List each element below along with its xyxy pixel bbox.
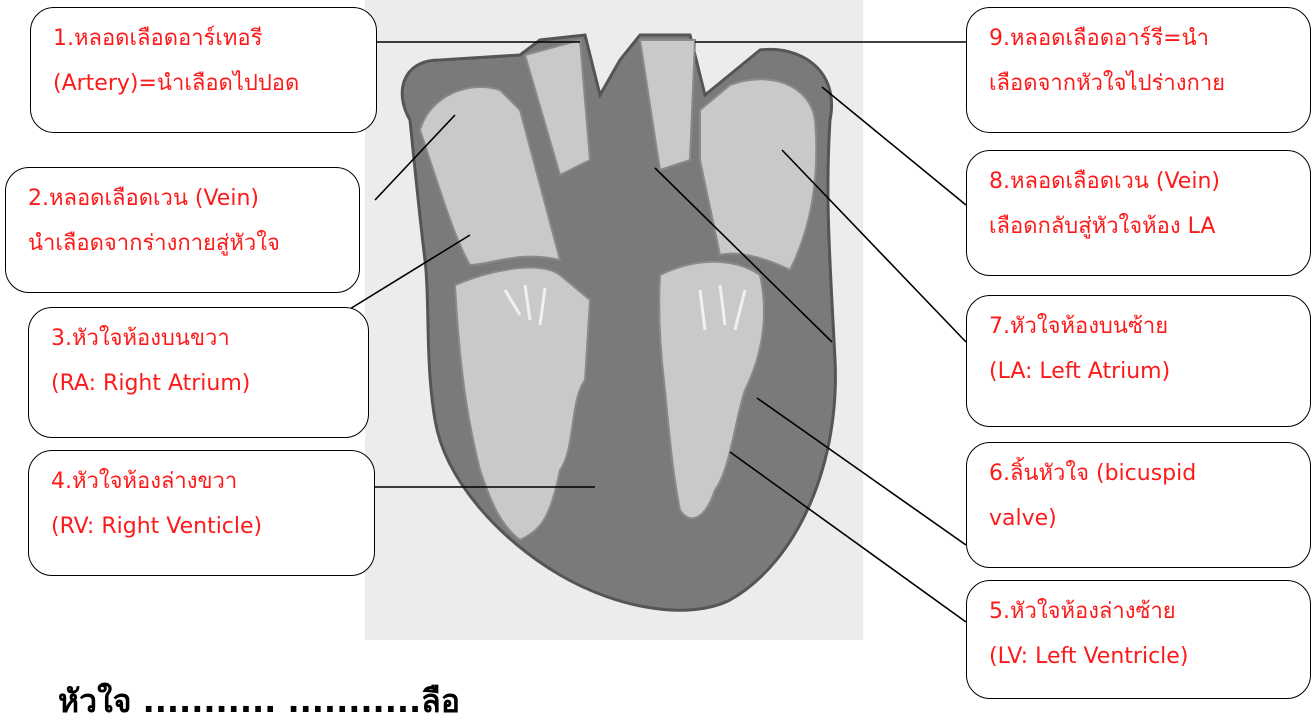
label-text-line: 4.หัวใจห้องล่างขวา (51, 459, 374, 504)
label-text-line: นำเลือดจากร่างกายสู่หัวใจ (28, 221, 359, 266)
label-artery: 1.หลอดเลือดอาร์เทอรี (Artery)=นำเลือดไปป… (30, 7, 377, 133)
label-text-line: (Artery)=นำเลือดไปปอด (53, 61, 376, 106)
label-text-line: 3.หัวใจห้องบนขวา (51, 316, 368, 361)
label-text-line: 7.หัวใจห้องบนซ้าย (989, 304, 1310, 349)
label-text-line: เลือดกลับสู่หัวใจห้อง LA (989, 204, 1310, 249)
label-vein-left: 8.หลอดเลือดเวน (Vein) เลือดกลับสู่หัวใจห… (966, 150, 1311, 276)
label-text-line: 5.หัวใจห้องล่างซ้าย (989, 589, 1310, 634)
label-text-line: 2.หลอดเลือดเวน (Vein) (28, 176, 359, 221)
label-text-line: (LA: Left Atrium) (989, 349, 1310, 394)
label-vein-right: 2.หลอดเลือดเวน (Vein) นำเลือดจากร่างกายส… (5, 167, 360, 293)
label-right-ventricle: 4.หัวใจห้องล่างขวา (RV: Right Venticle) (28, 450, 375, 576)
label-text-line: (LV: Left Ventricle) (989, 634, 1310, 679)
label-text-line: valve) (989, 496, 1310, 541)
label-aorta: 9.หลอดเลือดอาร์รี=นำ เลือดจากหัวใจไปร่าง… (966, 7, 1311, 133)
label-text-line: 6.ลิ้นหัวใจ (bicuspid (989, 451, 1310, 496)
label-text-line: (RA: Right Atrium) (51, 361, 368, 406)
label-right-atrium: 3.หัวใจห้องบนขวา (RA: Right Atrium) (28, 307, 369, 438)
left-atrium-chamber (700, 79, 816, 270)
label-text-line: 1.หลอดเลือดอาร์เทอรี (53, 16, 376, 61)
label-text-line: เลือดจากหัวใจไปร่างกาย (989, 61, 1310, 106)
label-bicuspid-valve: 6.ลิ้นหัวใจ (bicuspid valve) (966, 442, 1311, 568)
label-left-ventricle: 5.หัวใจห้องล่างซ้าย (LV: Left Ventricle) (966, 580, 1311, 699)
label-left-atrium: 7.หัวใจห้องบนซ้าย (LA: Left Atrium) (966, 295, 1311, 427)
label-text-line: (RV: Right Venticle) (51, 504, 374, 549)
label-text-line: 8.หลอดเลือดเวน (Vein) (989, 159, 1310, 204)
label-text-line: 9.หลอดเลือดอาร์รี=นำ (989, 16, 1310, 61)
